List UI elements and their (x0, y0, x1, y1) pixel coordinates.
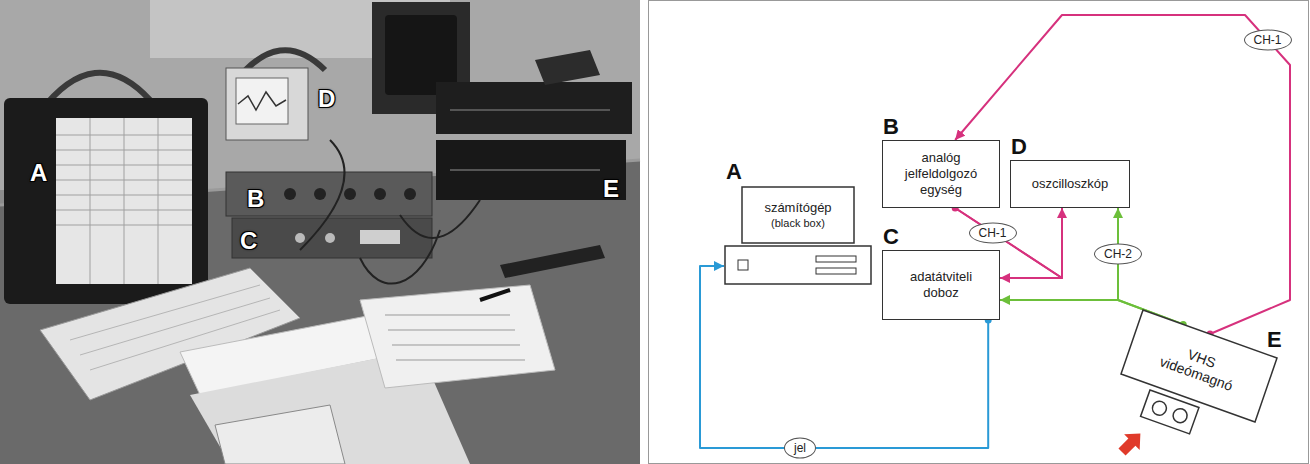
edge-label: CH-1 (969, 222, 1017, 243)
remote-control (500, 245, 605, 278)
oscilloscope-screen (236, 78, 288, 124)
tape-box (215, 405, 345, 464)
transfer-box (232, 218, 432, 258)
photo-callout-letter: D (318, 86, 335, 112)
cassette-reel (1150, 399, 1168, 417)
vcr-slot (450, 110, 610, 170)
connector (295, 233, 305, 243)
cassette-reel (1171, 407, 1189, 425)
vcr-box: VHS videómagnóE (1115, 300, 1285, 428)
connector (360, 230, 400, 244)
photo-callout-letter: B (247, 186, 264, 212)
monitor-text-area: számítógép(black box) (742, 187, 854, 243)
box-letter: B (883, 115, 899, 139)
monitor-screen (56, 118, 192, 284)
notebook (360, 285, 555, 388)
oscilloscope-device (226, 68, 308, 140)
process-box: Cadatátviteli doboz (882, 250, 1000, 320)
drive-slot (816, 256, 856, 262)
panel-frame (649, 1, 1309, 464)
edge-label: jel (784, 438, 816, 459)
cable (300, 140, 480, 284)
edge-label: CH-1 (1243, 30, 1291, 51)
notebook-lines (385, 315, 525, 360)
signal-connector (955, 15, 1290, 334)
tape-box (535, 50, 600, 85)
photo-callout-letter: C (240, 228, 257, 254)
power-button (738, 260, 748, 270)
photo-callout-letter: A (30, 160, 47, 186)
box-letter: A (726, 160, 742, 184)
drive-slot (816, 268, 856, 274)
box-letter: D (1011, 135, 1027, 159)
edge-label: CH-2 (1094, 244, 1142, 265)
box-text: adatátviteli doboz (891, 269, 991, 301)
knob (284, 188, 296, 200)
box-text: oszcilloszkóp (1032, 176, 1109, 192)
spreadsheet-grid (56, 118, 192, 284)
vcr-body (1121, 310, 1277, 422)
box-text: (black box) (771, 216, 825, 230)
oscilloscope-trace (238, 92, 286, 110)
signal-connector (1118, 208, 1183, 324)
connector (325, 233, 335, 243)
pen (480, 290, 510, 300)
vcr-device (436, 82, 632, 134)
case-outline (725, 246, 871, 284)
monitor (4, 98, 208, 304)
box-letter: C (883, 225, 899, 249)
photo-callout-letter: E (603, 176, 619, 202)
process-box: Doszcilloszkóp (1010, 160, 1130, 208)
monitor-outline (742, 187, 854, 243)
insert-arrow (1114, 426, 1148, 460)
knob (314, 188, 326, 200)
process-box: Banalóg jelfeldolgozó egység (882, 140, 1000, 208)
knob (404, 188, 416, 200)
box-letter: E (1267, 328, 1282, 352)
knob (374, 188, 386, 200)
box-text: analóg jelfeldolgozó egység (891, 150, 991, 198)
signal-unit (226, 172, 432, 216)
photo-background (0, 0, 640, 464)
knob (344, 188, 356, 200)
computer-box: számítógép(black box)A (724, 186, 872, 286)
box-text: számítógép (764, 200, 831, 216)
